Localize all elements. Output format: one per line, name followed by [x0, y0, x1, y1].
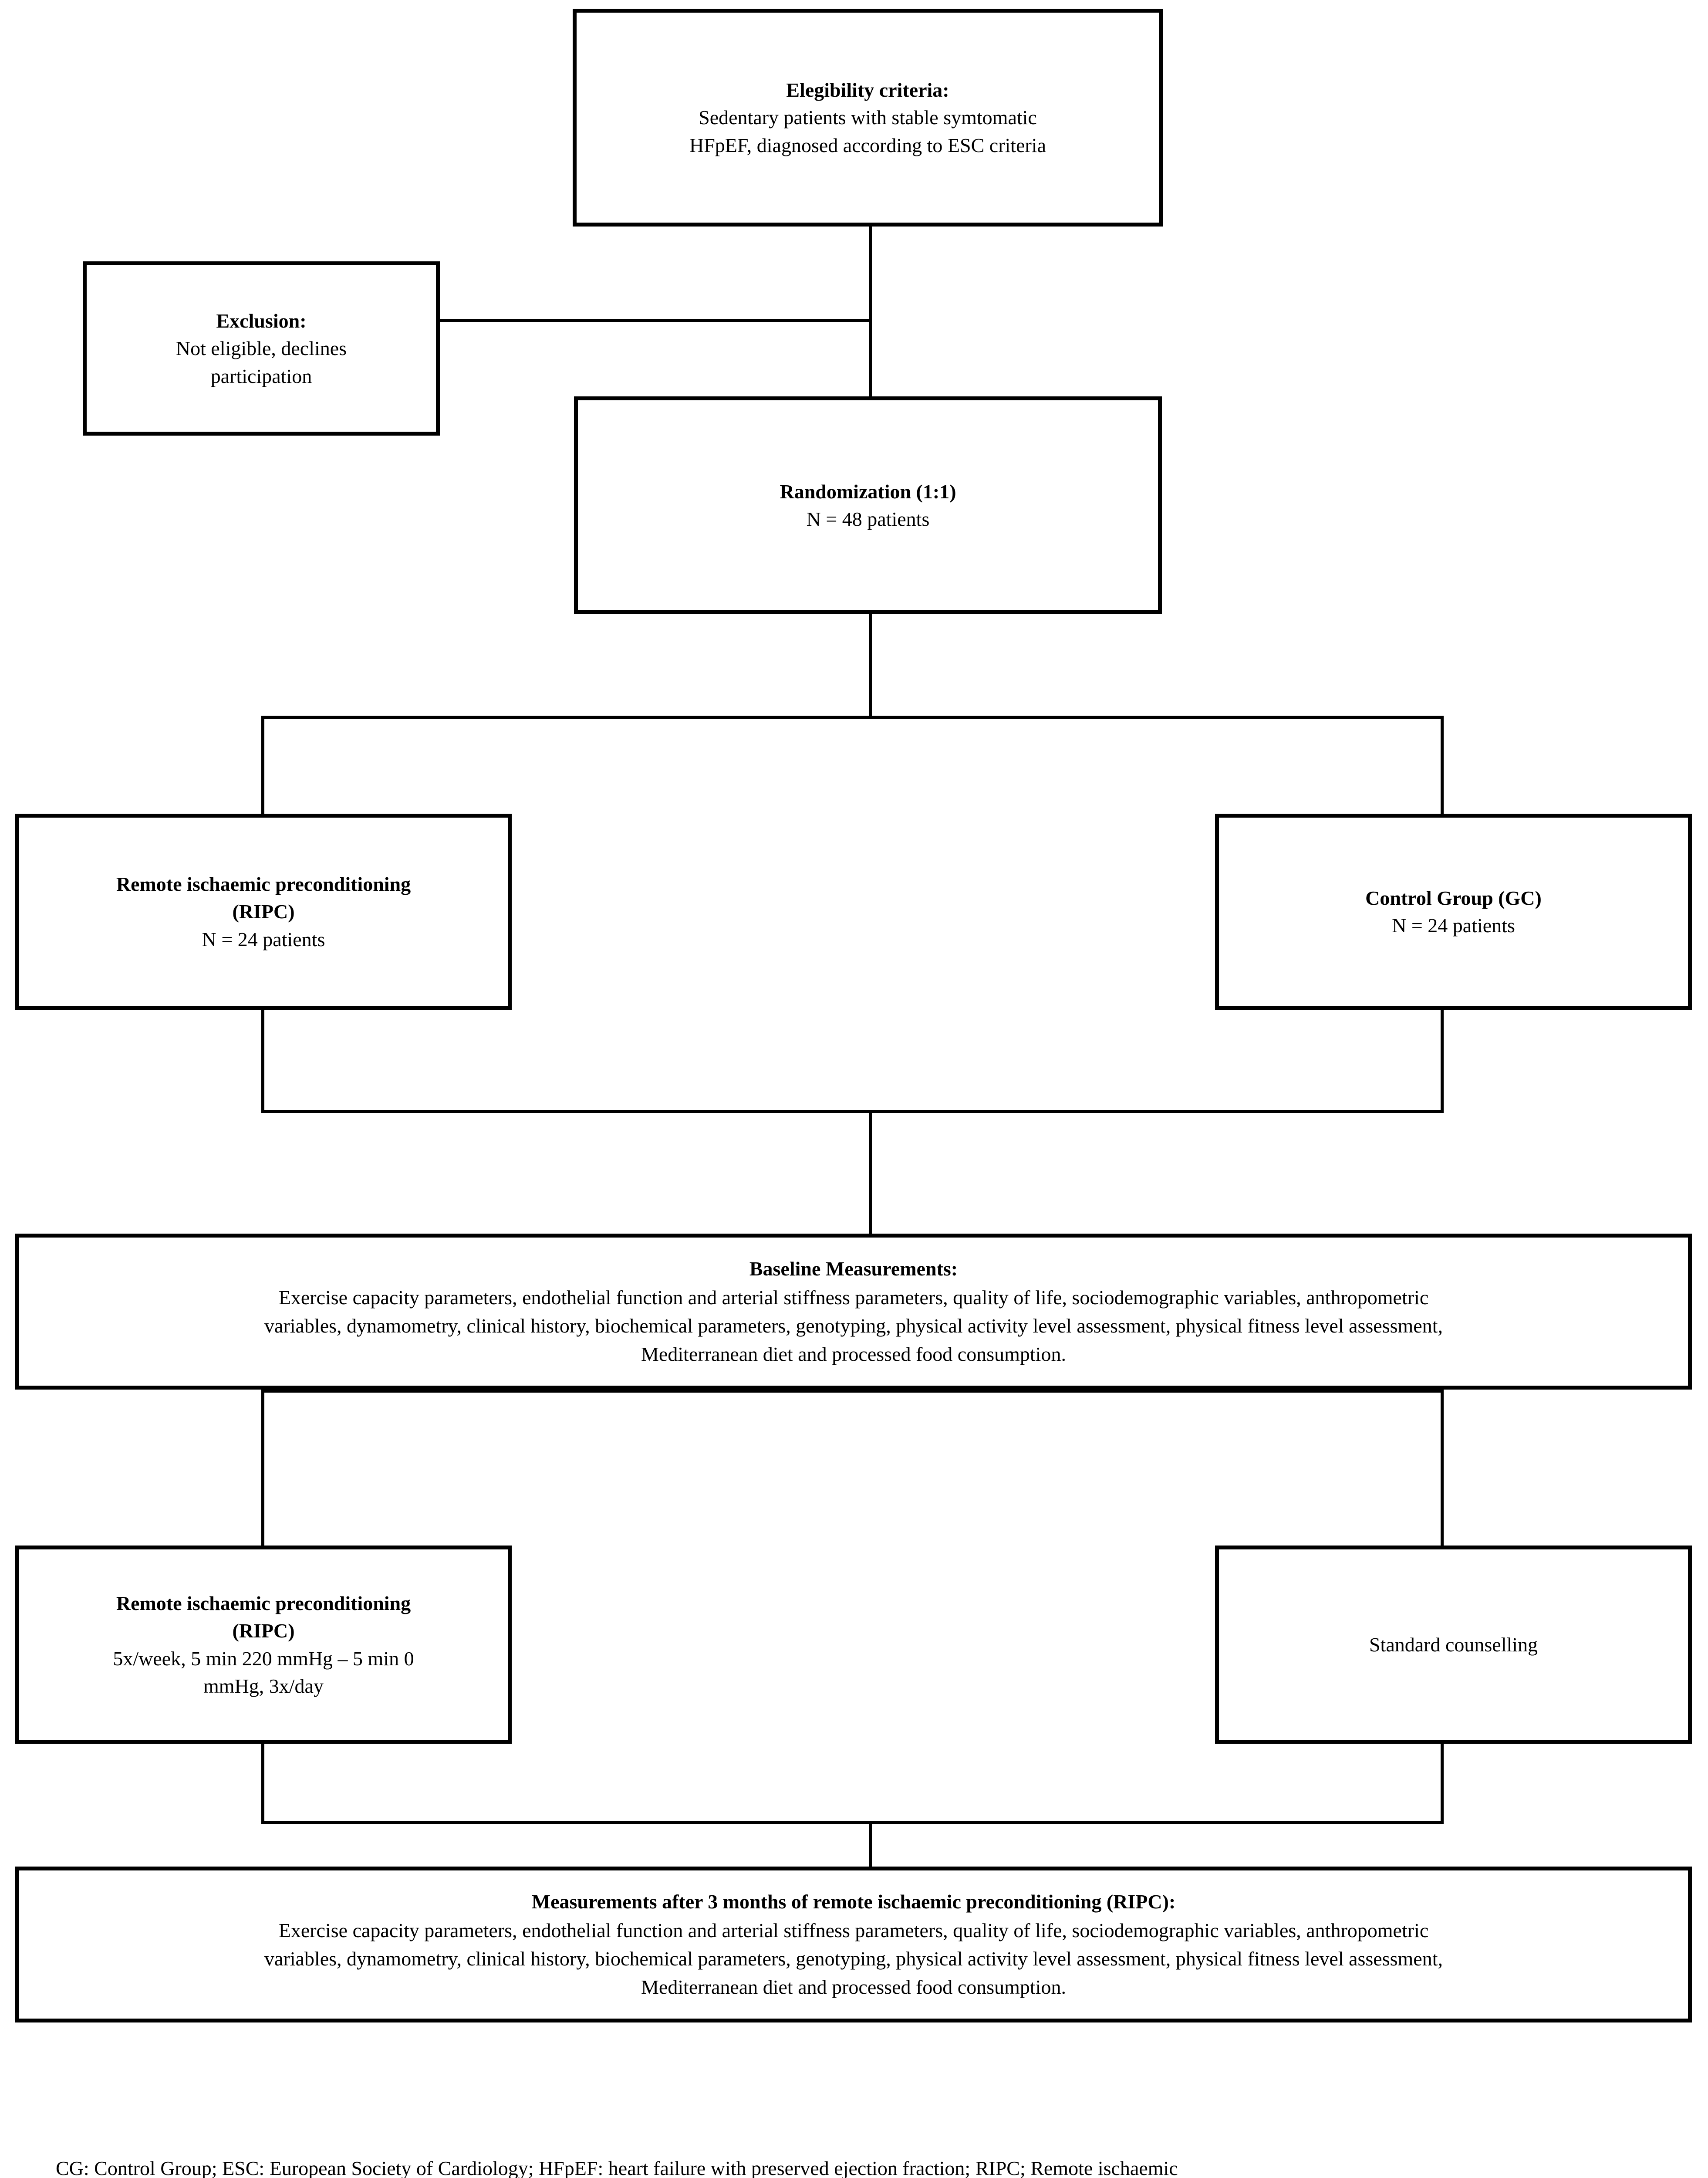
node-eligibility-criteria[interactable]: Elegibility criteria: Sedentary patients…	[573, 9, 1163, 227]
connector-counselling-to-merge2	[1441, 1742, 1444, 1823]
connector-split-right-drop	[1441, 716, 1444, 816]
followup-line-3: Mediterranean diet and processed food co…	[641, 1976, 1066, 1999]
baseline-line-1: Exercise capacity parameters, endothelia…	[278, 1286, 1429, 1309]
connector-split-bar	[261, 716, 1444, 719]
followup-line-1: Exercise capacity parameters, endothelia…	[278, 1919, 1429, 1941]
node-ripc-arm[interactable]: Remote ischaemic preconditioning (RIPC) …	[15, 814, 512, 1010]
baseline-line-3: Mediterranean diet and processed food co…	[641, 1343, 1066, 1366]
ripc-arm-heading-1: Remote ischaemic preconditioning	[116, 873, 411, 895]
followup-heading: Measurements after 3 months of remote is…	[531, 1891, 1176, 1913]
node-randomization[interactable]: Randomization (1:1) N = 48 patients	[574, 396, 1162, 614]
ripc-protocol-heading-2: (RIPC)	[232, 1620, 295, 1642]
connector-split2-bar	[261, 1390, 1444, 1393]
eligibility-line-2: HFpEF, diagnosed according to ESC criter…	[689, 134, 1046, 156]
node-control-arm[interactable]: Control Group (GC) N = 24 patients	[1215, 814, 1692, 1010]
connector-split2-right-drop	[1441, 1390, 1444, 1547]
connector-ripc-arm-to-merge	[261, 1010, 264, 1112]
ripc-arm-heading-2: (RIPC)	[232, 900, 295, 923]
ripc-protocol-heading-1: Remote ischaemic preconditioning	[116, 1592, 411, 1614]
connector-merge-bar	[261, 1110, 1444, 1113]
exclusion-heading: Exclusion:	[216, 309, 307, 332]
ripc-arm-line-1: N = 24 patients	[202, 928, 325, 950]
followup-line-2: variables, dynamometry, clinical history…	[264, 1948, 1443, 1970]
abbreviations-footnote: CG: Control Group; ESC: European Society…	[56, 2153, 1667, 2178]
randomization-heading: Randomization (1:1)	[780, 480, 956, 503]
node-exclusion[interactable]: Exclusion: Not eligible, declines partic…	[83, 261, 440, 436]
control-arm-heading: Control Group (GC)	[1365, 886, 1542, 909]
control-arm-line-1: N = 24 patients	[1392, 914, 1515, 937]
baseline-line-2: variables, dynamometry, clinical history…	[264, 1315, 1443, 1337]
connector-randomization-to-split	[869, 614, 872, 719]
node-baseline-measurements[interactable]: Baseline Measurements: Exercise capacity…	[15, 1234, 1692, 1390]
baseline-heading: Baseline Measurements:	[749, 1258, 958, 1280]
exclusion-line-1: Not eligible, declines	[176, 337, 347, 360]
connector-merge2-bar	[261, 1821, 1444, 1824]
connector-eligibility-to-randomization	[869, 65, 872, 396]
footnote-line-1: CG: Control Group; ESC: European Society…	[56, 2157, 1178, 2178]
connector-split-left-drop	[261, 716, 264, 816]
node-followup-measurements[interactable]: Measurements after 3 months of remote is…	[15, 1867, 1692, 2022]
connector-split2-left-drop	[261, 1390, 264, 1547]
ripc-protocol-line-1: 5x/week, 5 min 220 mmHg – 5 min 0	[113, 1647, 414, 1670]
connector-control-arm-to-merge	[1441, 1010, 1444, 1112]
connector-merge-to-baseline	[869, 1110, 872, 1236]
eligibility-heading: Elegibility criteria:	[786, 78, 949, 101]
connector-merge2-to-followup	[869, 1821, 872, 1869]
connector-ripc-protocol-to-merge2	[261, 1742, 264, 1823]
connector-exclusion-to-trunk	[440, 319, 871, 322]
node-ripc-protocol[interactable]: Remote ischaemic preconditioning (RIPC) …	[15, 1546, 512, 1744]
randomization-line-1: N = 48 patients	[806, 508, 930, 530]
standard-counselling-line-1: Standard counselling	[1369, 1633, 1538, 1656]
exclusion-line-2: participation	[210, 365, 312, 387]
ripc-protocol-line-2: mmHg, 3x/day	[203, 1674, 324, 1697]
eligibility-line-1: Sedentary patients with stable symtomati…	[699, 106, 1037, 129]
node-standard-counselling[interactable]: Standard counselling	[1215, 1546, 1692, 1744]
